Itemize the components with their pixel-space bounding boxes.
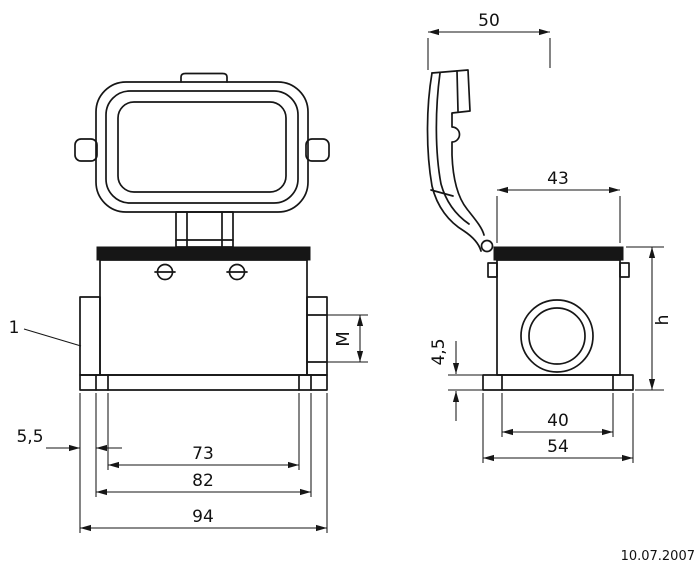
screw-side-left: [487, 262, 498, 278]
cable-entry-outer: [520, 299, 594, 373]
dim-40: 40: [502, 411, 613, 436]
front-view: 1 M 5,5 73: [9, 72, 368, 533]
screw-side-right: [619, 262, 630, 278]
base-side: [482, 374, 634, 391]
dim-5-5: 5,5: [16, 427, 122, 452]
latch-pin-right: [305, 138, 330, 162]
dim-M: M: [327, 314, 368, 363]
latch-pin-left: [74, 138, 98, 162]
dim-82-label: 82: [192, 471, 214, 491]
dim-43: 43: [496, 169, 621, 243]
cover-open-side: [426, 69, 494, 253]
dim-4-5: 4,5: [429, 338, 483, 421]
dim-h: h: [626, 246, 673, 391]
base-front: [79, 374, 328, 391]
cover-window: [117, 101, 287, 193]
cover-front-edge: [426, 72, 482, 252]
cover-mid: [105, 90, 299, 204]
dim-82: 82: [96, 471, 311, 496]
side-view: 50 43 4,5 h: [426, 11, 673, 463]
dim-94-label: 94: [192, 507, 214, 527]
part-label: 1: [9, 318, 20, 338]
dim-73-label: 73: [192, 444, 214, 464]
dim-73: 73: [108, 444, 299, 469]
part-leader-1: 1: [9, 318, 82, 347]
dim-43-label: 43: [547, 169, 569, 189]
side-extension-lines: [482, 393, 634, 463]
dim-h-label: h: [653, 315, 673, 326]
gasket-strip-side: [493, 246, 624, 261]
date-label: 10.07.2007: [621, 549, 695, 564]
dim-50: 50: [427, 11, 551, 70]
gasket-strip: [96, 246, 311, 261]
cover-inner-edge: [435, 72, 470, 225]
cable-entry-inner: [528, 307, 586, 365]
dim-5-5-label: 5,5: [16, 427, 43, 447]
dim-M-label: M: [333, 331, 354, 347]
dim-54-label: 54: [547, 437, 569, 457]
front-extension-lines: [79, 393, 328, 533]
dim-4-5-label: 4,5: [429, 338, 449, 365]
cover-back-edge: [451, 113, 485, 236]
dim-54: 54: [483, 437, 633, 462]
housing-front: [79, 246, 328, 391]
dim-94: 94: [80, 507, 327, 532]
dim-50-label: 50: [478, 11, 500, 31]
housing-side: [482, 246, 634, 391]
dim-40-label: 40: [547, 411, 569, 431]
cover-top-tab: [180, 72, 228, 83]
hinge-pin: [480, 239, 494, 253]
